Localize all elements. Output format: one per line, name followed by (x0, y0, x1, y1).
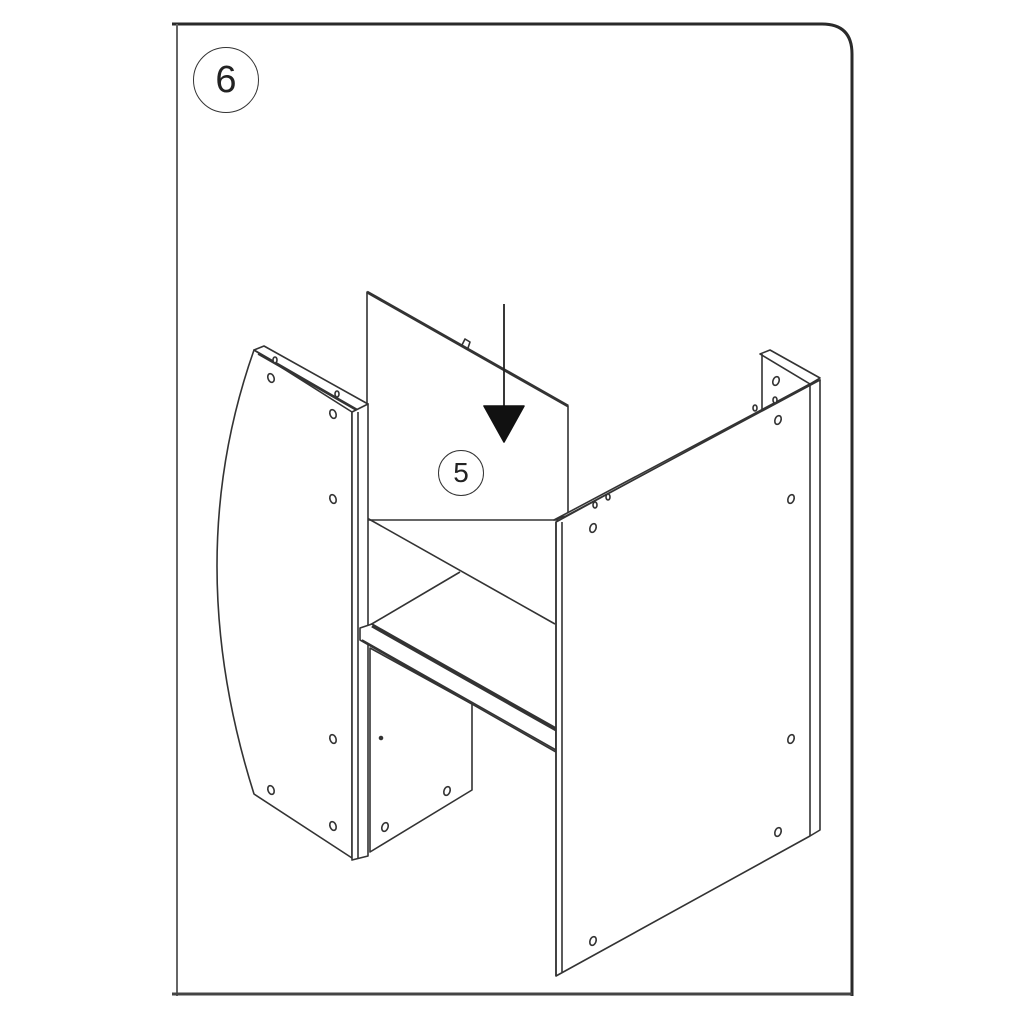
lower-divider-panel (369, 647, 473, 853)
part-number-badge: 5 (438, 450, 484, 496)
right-side-panel (553, 349, 821, 977)
shelf (359, 623, 557, 753)
insert-down-arrow-icon (483, 304, 525, 443)
left-side-panel (216, 345, 369, 861)
page-frame (172, 22, 854, 996)
step-number-badge: 6 (193, 47, 259, 113)
